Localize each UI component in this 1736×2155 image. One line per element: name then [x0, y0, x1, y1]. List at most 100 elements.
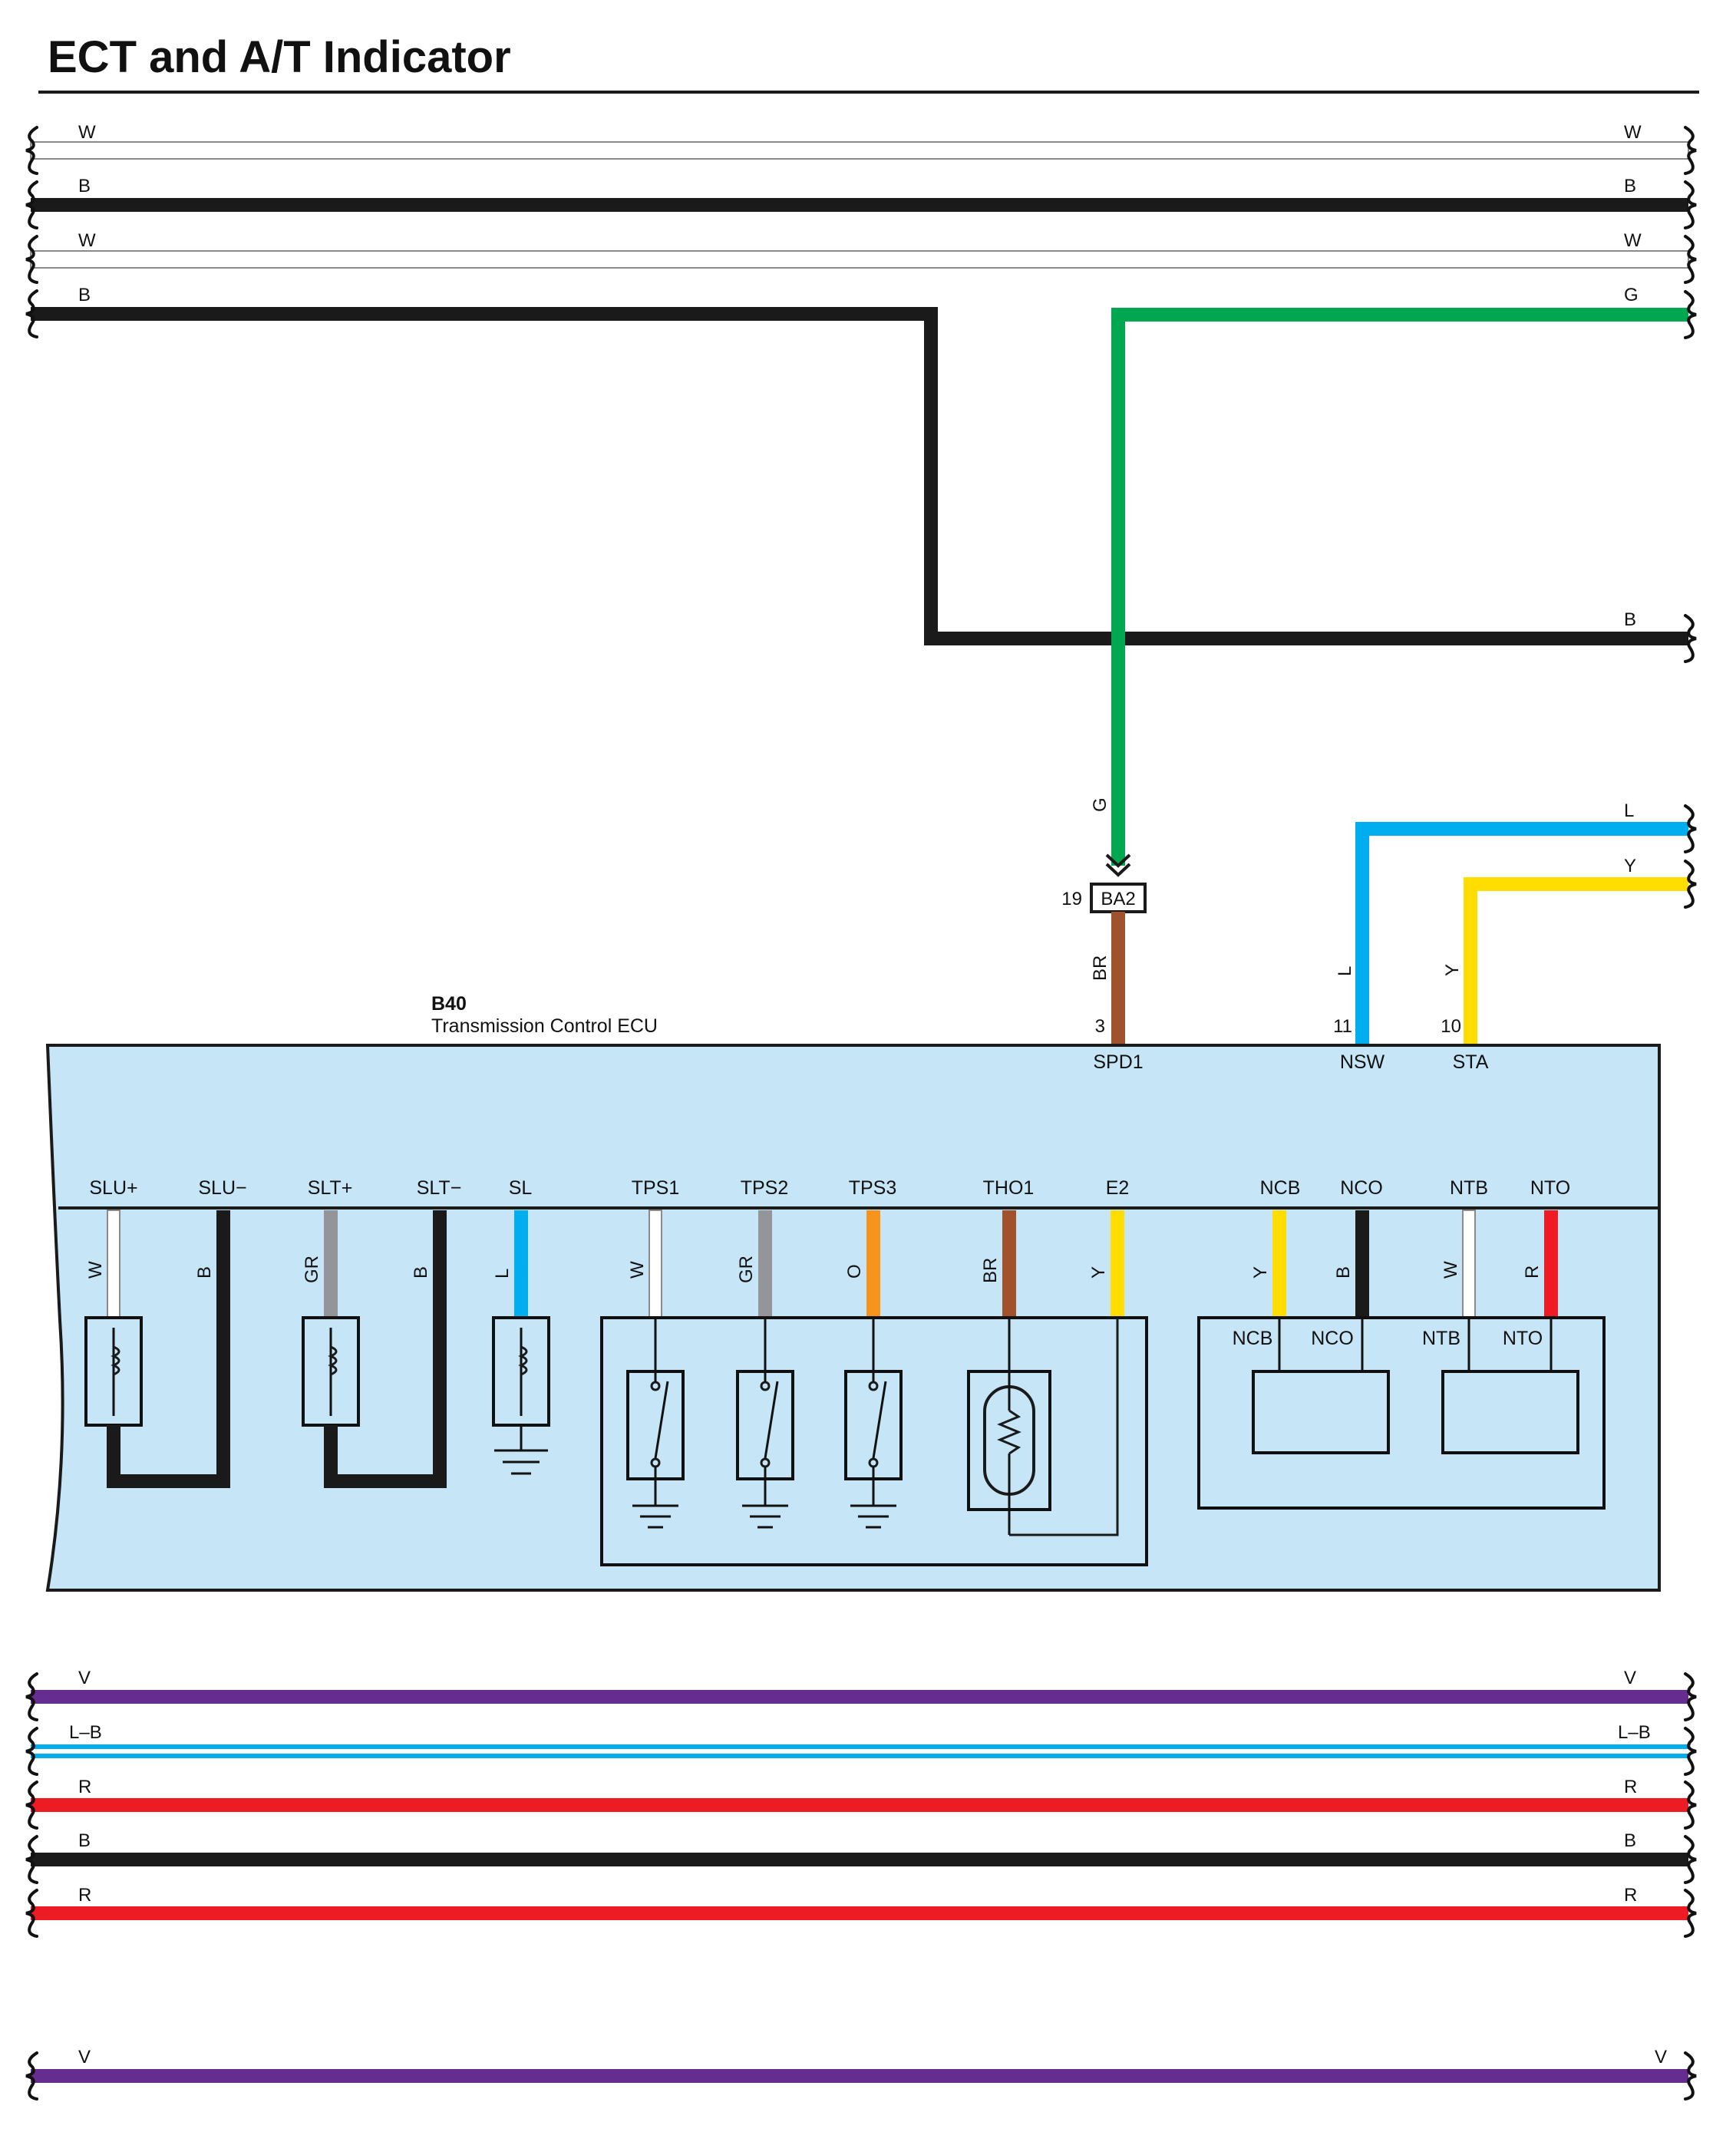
wire-break-left-icon	[25, 289, 38, 338]
wire-label-left: L–B	[69, 1722, 102, 1743]
wire-break-left-icon	[25, 1889, 38, 1938]
wire-break-right-icon	[1684, 1835, 1697, 1884]
page-title: ECT and A/T Indicator	[48, 32, 511, 82]
wire-label-right: W	[1624, 122, 1642, 143]
terminal-label: NCO	[1340, 1177, 1383, 1199]
terminal-label: SL	[509, 1177, 533, 1199]
connector-code: BA2	[1101, 889, 1135, 909]
wire-break-left-icon	[25, 1672, 38, 1721]
wire-label-vertical: L	[1335, 966, 1355, 976]
wire-label-left: V	[78, 2047, 91, 2068]
wire-label-right: B	[1624, 176, 1636, 196]
connector-ba2: BA2 19	[1061, 883, 1147, 913]
bottom-wire-r-1: R R	[31, 1777, 1688, 1812]
wire-label-right: L	[1624, 800, 1634, 821]
wire-break-right-icon	[1684, 860, 1697, 909]
wire-label-left: V	[78, 1668, 91, 1688]
ecu-pin-number: 11	[1333, 1016, 1352, 1037]
wire-label-left: B	[78, 176, 91, 196]
sensor-label: NTB	[1422, 1328, 1460, 1349]
wire-break-left-icon	[25, 235, 38, 284]
inner-wire-tps2	[758, 1210, 772, 1318]
wire-label-right: R	[1624, 1885, 1637, 1906]
inner-wire-slu-plus	[107, 1210, 120, 1318]
wire-break-right-icon	[1684, 2051, 1697, 2101]
wire-label-vertical: Y	[1442, 964, 1463, 976]
wire-break-right-icon	[1684, 804, 1697, 853]
wire-label-right: G	[1624, 285, 1639, 305]
wire-break-left-icon	[25, 2051, 38, 2101]
terminal-label: SLU+	[89, 1177, 137, 1199]
wire-w-2: W W	[30, 230, 1689, 269]
terminal-label: TPS3	[849, 1177, 897, 1199]
bottom-wire-l-b: L–B L–B	[31, 1722, 1688, 1758]
ecu-signal: STA	[1453, 1051, 1489, 1073]
wire-break-left-icon	[25, 126, 38, 175]
wire-g: G G	[1090, 285, 1688, 877]
inner-wire-label: GR	[736, 1256, 757, 1283]
wire-break-right-icon	[1684, 614, 1697, 663]
tps2-switch-icon	[736, 1318, 794, 1529]
wire-break-left-icon	[25, 1835, 38, 1884]
wire-b-1: B B	[31, 176, 1688, 212]
inner-wire-ntb	[1462, 1210, 1476, 1318]
inner-wire-label: GR	[302, 1256, 322, 1283]
bottom-wire-v-last: V V	[31, 2047, 1688, 2083]
inner-wire-label: W	[1441, 1261, 1461, 1279]
inner-wire-ncb	[1272, 1210, 1286, 1318]
wire-break-marks	[25, 126, 1697, 2101]
inner-wire-label: R	[1522, 1266, 1543, 1279]
terminal-label: TPS1	[632, 1177, 680, 1199]
inner-wire-label: L	[492, 1269, 513, 1279]
terminal-label: THO1	[983, 1177, 1035, 1199]
inner-wire-slu-minus	[216, 1210, 230, 1325]
wire-label-left: W	[78, 122, 96, 143]
ecu-b40: B40 Transmission Control ECU 3 SPD1 11 N…	[45, 993, 1661, 1592]
bottom-wire-b: B B	[31, 1830, 1688, 1866]
inner-wire-label: B	[411, 1266, 431, 1279]
inner-wire-tps1	[649, 1210, 662, 1318]
bottom-wire-v: V V	[31, 1668, 1688, 1704]
wire-label-right: R	[1624, 1777, 1637, 1797]
wire-break-left-icon	[25, 1780, 38, 1830]
wire-label-right: Y	[1624, 856, 1636, 876]
solenoid-slt-icon	[302, 1316, 447, 1488]
wire-label-left: R	[78, 1777, 91, 1797]
inner-wire-label: W	[627, 1261, 648, 1279]
wire-break-right-icon	[1684, 1780, 1697, 1830]
wire-break-right-icon	[1684, 1889, 1697, 1938]
inner-wire-nco	[1355, 1210, 1369, 1318]
inner-wire-e2	[1111, 1210, 1124, 1318]
wire-break-right-icon	[1684, 235, 1697, 284]
wire-break-right-icon	[1684, 1672, 1697, 1721]
terminal-label: NTO	[1530, 1177, 1570, 1199]
inner-wire-label: Y	[1250, 1266, 1271, 1279]
nt-sensor-icon	[1441, 1370, 1579, 1454]
wire-y: Y Y	[1442, 856, 1688, 1050]
sensor-label: NTO	[1503, 1328, 1543, 1349]
terminal-label: SLT−	[417, 1177, 462, 1199]
ecu-pin-number: 10	[1441, 1016, 1461, 1037]
wire-br: BR	[1090, 912, 1125, 1050]
terminal-label: TPS2	[741, 1177, 789, 1199]
inner-wire-label: Y	[1088, 1266, 1109, 1279]
solenoid-slu-icon	[84, 1316, 230, 1488]
terminal-label: E2	[1106, 1177, 1130, 1199]
inner-wire-slt-minus	[433, 1210, 447, 1325]
inner-wire-tho1	[1002, 1210, 1016, 1318]
terminal-label: SLT+	[308, 1177, 353, 1199]
wire-break-right-icon	[1684, 1727, 1697, 1776]
terminal-label: NCB	[1260, 1177, 1301, 1199]
wire-break-right-icon	[1684, 126, 1697, 175]
wire-break-left-icon	[25, 1727, 38, 1776]
wire-label-left: B	[78, 1830, 91, 1851]
speed-sensor-box: NCB NCO NTB NTO	[1197, 1316, 1606, 1510]
terminal-label: NTB	[1450, 1177, 1488, 1199]
wire-label-left: W	[78, 230, 96, 251]
wire-label-vertical: BR	[1090, 955, 1111, 981]
tps1-switch-icon	[626, 1318, 685, 1529]
wire-label-right: V	[1655, 2047, 1667, 2068]
ecu-signal: SPD1	[1093, 1051, 1143, 1073]
inner-wire-label: W	[85, 1261, 106, 1279]
